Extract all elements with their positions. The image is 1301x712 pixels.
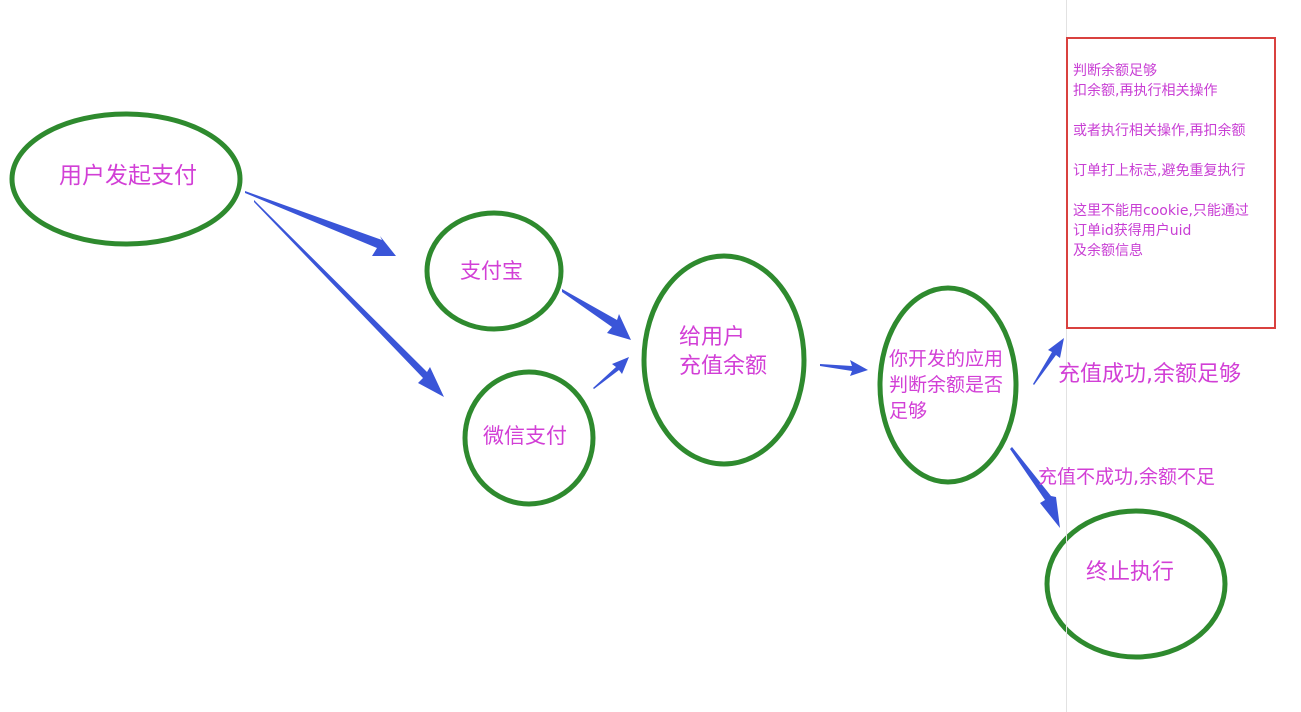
note-line: 扣余额,再执行相关操作 — [1073, 83, 1218, 99]
node-check-label-line2: 判断余额是否 — [889, 374, 1004, 396]
edge-success-label: 充值成功,余额足够 — [1058, 362, 1241, 387]
note-line: 或者执行相关操作,再扣余额 — [1073, 123, 1246, 139]
node-recharge-label-line2: 充值余额 — [679, 354, 768, 379]
note-line: 订单打上标志,避免重复执行 — [1073, 163, 1246, 179]
note-line: 这里不能用cookie,只能通过 — [1073, 203, 1249, 219]
node-recharge — [641, 253, 807, 467]
node-check-label-line3: 足够 — [889, 400, 928, 422]
node-stop — [1044, 508, 1228, 660]
node-recharge-label-line1: 给用户 — [679, 325, 746, 350]
node-check-label-line1: 你开发的应用 — [889, 348, 1004, 370]
node-check — [877, 285, 1019, 485]
node-alipay — [424, 210, 564, 332]
arrow-recharge-check — [820, 360, 868, 376]
node-wechat — [462, 369, 596, 507]
node-alipay-label: 支付宝 — [460, 259, 523, 283]
page-divider — [1066, 0, 1067, 712]
node-wechat-label: 微信支付 — [483, 424, 567, 448]
arrow-wechat-recharge — [593, 357, 629, 389]
node-start — [9, 111, 243, 247]
note-line: 及余额信息 — [1073, 243, 1143, 259]
edge-fail-label: 充值不成功,余额不足 — [1038, 466, 1216, 488]
arrow-start-alipay — [245, 191, 396, 256]
note-box — [1066, 37, 1276, 329]
arrow-start-wechat — [254, 200, 444, 397]
arrow-alipay-recharge — [562, 289, 631, 340]
node-stop-label: 终止执行 — [1086, 560, 1175, 585]
note-line: 订单id获得用户uid — [1073, 223, 1192, 239]
arrow-check-success — [1033, 338, 1064, 385]
node-start-label: 用户发起支付 — [59, 163, 197, 189]
note-line: 判断余额足够 — [1073, 63, 1157, 79]
arrow-check-stop — [1010, 447, 1060, 528]
